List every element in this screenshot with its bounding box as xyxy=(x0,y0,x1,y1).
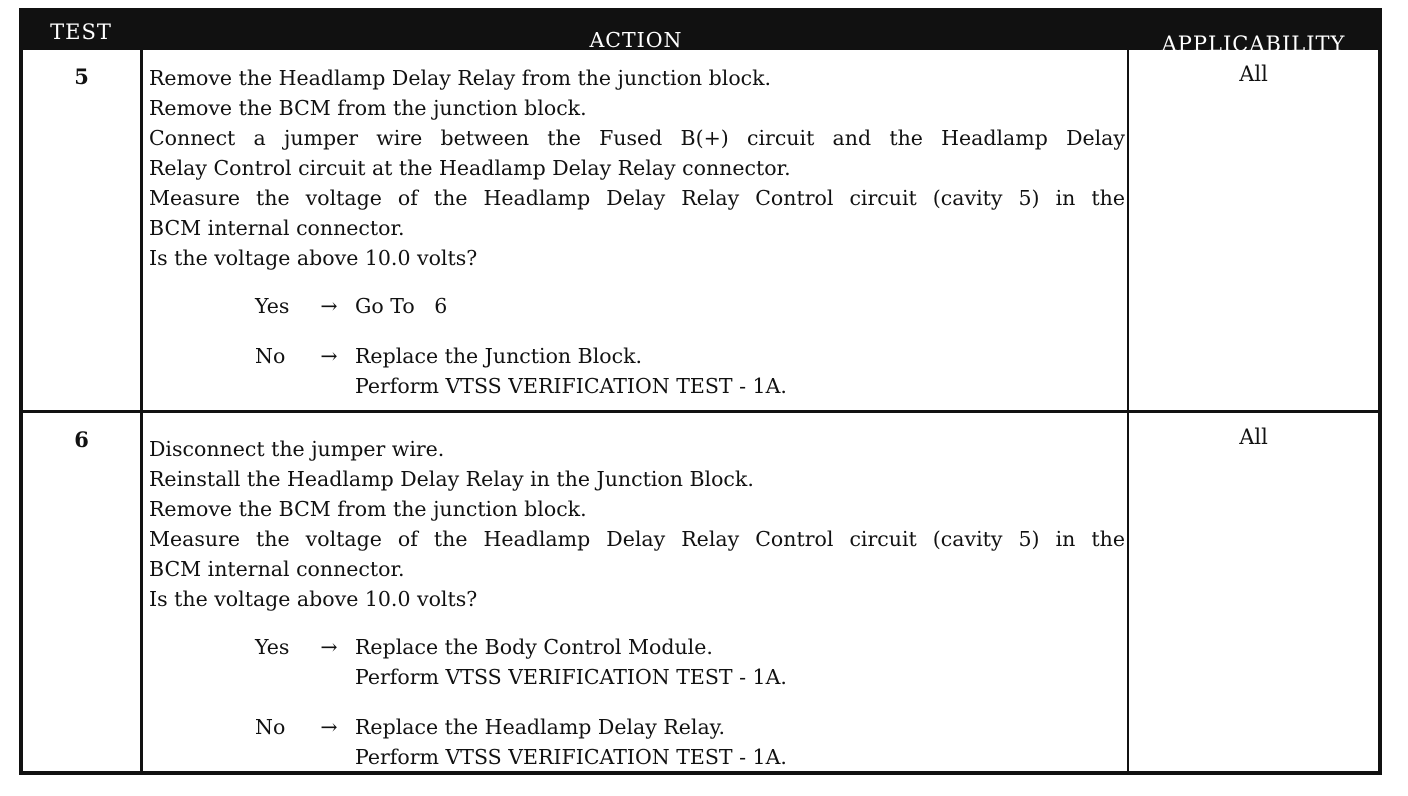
action-step: Relay Control circuit at the Headlamp De… xyxy=(149,156,791,180)
table-row: 6 Disconnect the jumper wire. Reinstall … xyxy=(23,413,1378,771)
answer-result: Replace the Body Control Module. Perform… xyxy=(355,632,787,692)
table-row: 5 Remove the Headlamp Delay Relay from t… xyxy=(23,50,1378,410)
action-step: Measure the voltage of the Headlamp Dela… xyxy=(149,527,1125,551)
table-header: TEST ACTION APPLICABILITY xyxy=(23,12,1378,56)
header-applicability: APPLICABILITY xyxy=(1161,32,1346,56)
applicability-cell: All xyxy=(1239,62,1268,86)
action-question: Is the voltage above 10.0 volts? xyxy=(149,587,478,611)
answer-result: Replace the Headlamp Delay Relay. Perfor… xyxy=(355,712,787,772)
action-step: Disconnect the jumper wire. xyxy=(149,437,445,461)
answer-no: No → Replace the Headlamp Delay Relay. P… xyxy=(149,712,1125,772)
result-line: Replace the Body Control Module. xyxy=(355,635,713,659)
action-cell: Remove the Headlamp Delay Relay from the… xyxy=(149,63,1125,401)
answer-label: No xyxy=(255,344,286,368)
right-arrow-icon: → xyxy=(320,294,338,318)
test-number: 6 xyxy=(74,427,89,452)
result-line: Perform VTSS VERIFICATION TEST - 1A. xyxy=(355,374,787,398)
result-line: Perform VTSS VERIFICATION TEST - 1A. xyxy=(355,745,787,769)
diagnostic-table: TEST ACTION APPLICABILITY 5 Remove the H… xyxy=(19,8,1382,775)
action-question: Is the voltage above 10.0 volts? xyxy=(149,246,478,270)
action-step: Measure the voltage of the Headlamp Dela… xyxy=(149,186,1125,210)
answer-yes: Yes → Replace the Body Control Module. P… xyxy=(149,632,1125,692)
answer-label: Yes xyxy=(255,294,290,318)
action-step: BCM internal connector. xyxy=(149,557,405,581)
test-number: 5 xyxy=(74,64,89,89)
answer-label: No xyxy=(255,715,286,739)
result-line: Replace the Junction Block. xyxy=(355,344,643,368)
answer-no: No → Replace the Junction Block. Perform… xyxy=(149,341,1125,401)
action-step: Remove the BCM from the junction block. xyxy=(149,96,587,120)
action-step: Remove the Headlamp Delay Relay from the… xyxy=(149,66,772,90)
action-step: Reinstall the Headlamp Delay Relay in th… xyxy=(149,467,754,491)
right-arrow-icon: → xyxy=(320,635,338,659)
row-divider xyxy=(23,410,1378,413)
result-line: Replace the Headlamp Delay Relay. xyxy=(355,715,726,739)
action-step: BCM internal connector. xyxy=(149,216,405,240)
right-arrow-icon: → xyxy=(320,715,338,739)
answer-result: Replace the Junction Block. Perform VTSS… xyxy=(355,341,787,401)
action-step: Remove the BCM from the junction block. xyxy=(149,497,587,521)
answer-label: Yes xyxy=(255,635,290,659)
applicability-cell: All xyxy=(1239,425,1268,449)
answer-result: Go To 6 xyxy=(355,291,447,321)
header-test: TEST xyxy=(50,20,112,44)
header-action: ACTION xyxy=(589,28,683,52)
action-cell: Disconnect the jumper wire. Reinstall th… xyxy=(149,434,1125,772)
right-arrow-icon: → xyxy=(320,344,338,368)
action-step: Connect a jumper wire between the Fused … xyxy=(149,126,1125,150)
result-line: Go To 6 xyxy=(355,294,448,318)
result-line: Perform VTSS VERIFICATION TEST - 1A. xyxy=(355,665,787,689)
answer-yes: Yes → Go To 6 xyxy=(149,291,1125,321)
